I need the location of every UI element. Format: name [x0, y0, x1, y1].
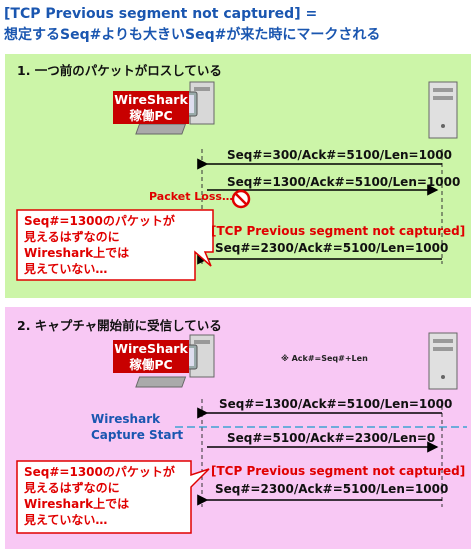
callout-line: Wireshark上では — [24, 246, 130, 260]
capture-start-line2: Capture Start — [91, 428, 184, 442]
ack-formula-note: ※ Ack#=Seq#+Len — [281, 354, 368, 363]
scenario-panel-2: 2. キャプチャ開始前に受信している — [5, 307, 471, 549]
message-3: Seq#=2300/Ack#=5100/Len=1000 — [215, 482, 449, 496]
panel-2-heading: 2. キャプチャ開始前に受信している — [17, 318, 222, 333]
callout-line: Seq#=1300のパケットが — [24, 465, 175, 479]
callout-bubble-2 — [16, 460, 210, 534]
callout-text-2: Seq#=1300のパケットが 見えるはずなのに Wireshark上では 見え… — [24, 464, 175, 528]
wireshark-label-line2: 稼働PC — [129, 108, 173, 123]
previous-segment-mark: [TCP Previous segment not captured] — [211, 464, 466, 478]
title-line-2: 想定するSeq#よりも大きいSeq#が来た時にマークされる — [4, 27, 381, 43]
wireshark-label-line1: WireShark — [114, 341, 188, 356]
capture-start-label: Wireshark Capture Start — [91, 411, 183, 443]
scenario-panel-1: 1. 一つ前のパケットがロスしている — [5, 54, 471, 298]
message-2: Seq#=1300/Ack#=5100/Len=1000 — [227, 175, 461, 189]
previous-segment-mark: [TCP Previous segment not captured] — [211, 224, 466, 238]
callout-text-1: Seq#=1300のパケットが 見えるはずなのに Wireshark上では 見え… — [24, 213, 175, 277]
callout-line: 見えるはずなのに — [24, 481, 120, 495]
callout-line: Wireshark上では — [24, 497, 130, 511]
wireshark-pc-label: WireShark 稼働PC — [113, 340, 189, 373]
callout-line: Seq#=1300のパケットが — [24, 214, 175, 228]
callout-line: 見えるはずなのに — [24, 230, 120, 244]
message-1: Seq#=300/Ack#=5100/Len=1000 — [227, 148, 452, 162]
title-line-1: [TCP Previous segment not captured] = — [4, 6, 318, 22]
panel-1-heading: 1. 一つ前のパケットがロスしている — [17, 63, 222, 78]
callout-line: 見えていない… — [24, 262, 108, 276]
callout-bubble-1 — [16, 209, 214, 281]
wireshark-pc-label: WireShark 稼働PC — [113, 91, 189, 124]
wireshark-label-line1: WireShark — [114, 92, 188, 107]
message-2: Seq#=5100/Ack#=2300/Len=0 — [227, 431, 436, 445]
message-3: Seq#=2300/Ack#=5100/Len=1000 — [215, 241, 449, 255]
wireshark-label-line2: 稼働PC — [129, 357, 173, 372]
message-1: Seq#=1300/Ack#=5100/Len=1000 — [219, 397, 453, 411]
callout-line: 見えていない… — [24, 513, 108, 527]
server-icon — [428, 81, 458, 139]
no-entry-icon — [231, 189, 251, 209]
packet-loss-label: Packet Loss… — [149, 190, 233, 203]
panel-2-diagram — [16, 332, 467, 534]
capture-start-line1: Wireshark — [91, 412, 161, 426]
server-icon — [428, 332, 458, 390]
